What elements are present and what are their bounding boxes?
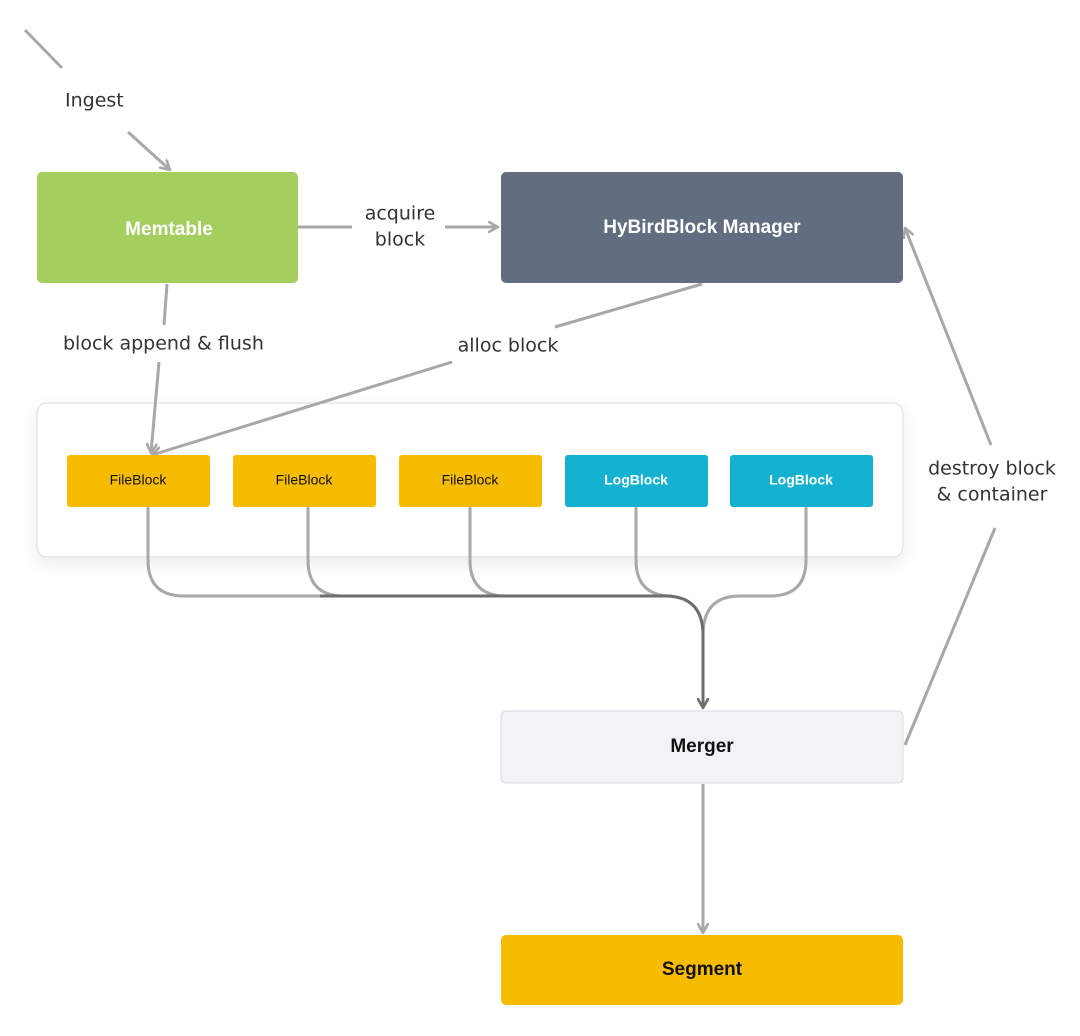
segment-label: Segment xyxy=(662,959,743,980)
merge-connectors xyxy=(146,507,808,708)
fileblock-1-label: FileBlock xyxy=(110,472,168,488)
manager-label: HyBirdBlock Manager xyxy=(603,217,801,238)
logblock-1-label: LogBlock xyxy=(604,472,668,488)
memtable-node: Memtable xyxy=(37,172,298,283)
memtable-label: Memtable xyxy=(125,219,213,240)
logblock-2-box xyxy=(730,455,873,507)
destroy-label-line2: & container xyxy=(937,484,1048,506)
fileblock-3-box xyxy=(399,455,542,507)
fileblock-3-label: FileBlock xyxy=(442,472,500,488)
ingest-edge xyxy=(23,28,64,70)
manager-node: HyBirdBlock Manager xyxy=(501,172,903,283)
merger-node: Merger xyxy=(500,710,904,784)
memtable-box xyxy=(37,172,298,283)
acquire-label-line2: block xyxy=(375,229,425,251)
destroy-label-line1: destroy block xyxy=(928,458,1056,480)
destroy-edge-top xyxy=(905,228,993,446)
fileblock-1-box xyxy=(67,455,210,507)
logblock-2-to-merger-edge xyxy=(701,507,808,668)
alloc-block-edge-top xyxy=(554,282,703,329)
logblock-2-label: LogBlock xyxy=(769,472,833,488)
merger-box xyxy=(500,710,904,784)
fileblock-2-box xyxy=(233,455,376,507)
destroy-edge-bottom xyxy=(903,527,997,746)
fileblock-1-to-merger-edge xyxy=(146,507,665,598)
alloc-block-edge-bottom xyxy=(152,360,453,455)
fileblock-2-label: FileBlock xyxy=(276,472,334,488)
ingest-label: Ingest xyxy=(65,90,124,112)
segment-node: Segment xyxy=(501,935,903,1005)
logblock-1-box xyxy=(565,455,708,507)
append-flush-edge-bottom xyxy=(151,361,161,453)
manager-box xyxy=(501,172,903,283)
alloc-block-label: alloc block xyxy=(458,335,559,357)
append-flush-label: block append & flush xyxy=(63,333,264,355)
ingest-to-memtable-edge xyxy=(126,130,170,170)
segment-box xyxy=(501,935,903,1005)
acquire-label-line1: acquire xyxy=(365,203,436,225)
blocks-row: FileBlock FileBlock FileBlock LogBlock L… xyxy=(67,455,873,507)
append-flush-edge-top xyxy=(162,283,169,326)
merge-trunk-edge xyxy=(320,594,703,708)
merger-label: Merger xyxy=(670,736,734,757)
